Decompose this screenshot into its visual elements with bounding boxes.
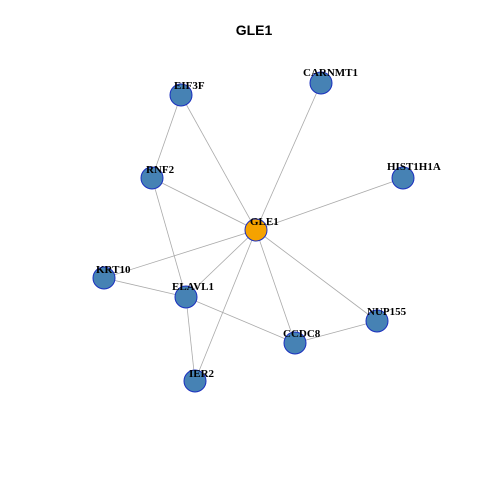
node-gle1: [244, 218, 268, 242]
node-label-nup155: NUP155: [367, 306, 407, 318]
edge-gle1-eif3f: [180, 94, 257, 231]
node-hist1h1a: [391, 166, 415, 190]
node-eif3f: [169, 83, 193, 107]
edge-gle1-ccdc8: [255, 229, 296, 344]
edge-gle1-ier2: [194, 229, 257, 382]
edge-gle1-carnmt1: [255, 82, 322, 231]
edge-elavl1-ccdc8: [185, 296, 296, 344]
node-nup155: [365, 309, 389, 333]
node-label-elavl1: ELAVL1: [172, 281, 214, 293]
edge-eif3f-rnf2: [151, 94, 182, 179]
edge-ccdc8-nup155: [294, 320, 378, 344]
edge-gle1-hist1h1a: [255, 177, 404, 231]
edge-gle1-krt10: [103, 229, 257, 279]
node-label-eif3f: EIF3F: [174, 80, 205, 92]
node-rnf2: [140, 166, 164, 190]
edge-krt10-elavl1: [103, 277, 187, 298]
edge-rnf2-elavl1: [151, 177, 187, 298]
node-label-krt10: KRT10: [96, 264, 131, 276]
node-label-gle1: GLE1: [250, 216, 279, 228]
node-label-ier2: IER2: [189, 368, 215, 380]
edge-elavl1-ier2: [185, 296, 196, 382]
edges-layer: [103, 82, 404, 382]
node-ccdc8: [283, 331, 307, 355]
node-carnmt1: [309, 71, 333, 95]
edge-gle1-nup155: [255, 229, 378, 322]
node-elavl1: [174, 285, 198, 309]
nodes-layer: [92, 71, 415, 393]
node-ier2: [183, 369, 207, 393]
diagram-title: GLE1: [236, 22, 273, 38]
node-label-rnf2: RNF2: [146, 164, 175, 176]
edge-gle1-rnf2: [151, 177, 257, 231]
node-krt10: [92, 266, 116, 290]
node-label-hist1h1a: HIST1H1A: [387, 161, 441, 173]
node-label-carnmt1: CARNMT1: [303, 67, 358, 79]
node-label-ccdc8: CCDC8: [283, 328, 321, 340]
edge-gle1-elavl1: [185, 229, 257, 298]
